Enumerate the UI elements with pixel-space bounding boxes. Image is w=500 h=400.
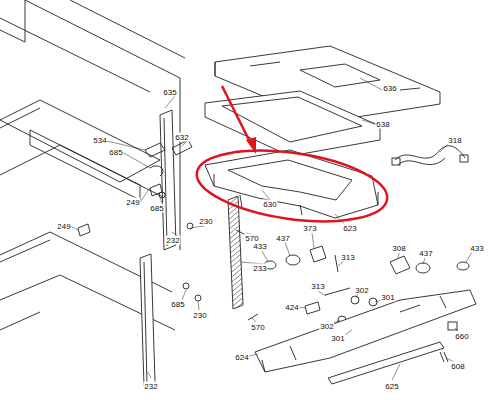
- callout-number: 632: [174, 133, 189, 142]
- callout-number: 424: [284, 303, 299, 312]
- callout-number: 373: [302, 224, 317, 233]
- callout-number: 624: [234, 353, 249, 362]
- callout-number: 636: [382, 84, 397, 93]
- callout-number: 630: [262, 200, 277, 209]
- callout-number: 308: [391, 244, 406, 253]
- callout-number: 570: [250, 323, 265, 332]
- callout-number: 302: [354, 286, 369, 295]
- callout-number: 230: [198, 217, 213, 226]
- callout-number: 232: [165, 236, 180, 245]
- callout-number: 318: [447, 136, 462, 145]
- callout-number: 301: [330, 334, 345, 343]
- callout-number: 638: [375, 120, 390, 129]
- callout-number: 433: [252, 242, 267, 251]
- callout-number: 685: [170, 300, 185, 309]
- callout-number: 230: [192, 311, 207, 320]
- callout-number: 685: [108, 148, 123, 157]
- callout-number: 302: [319, 322, 334, 331]
- callout-number: 660: [454, 332, 469, 341]
- callout-number: 232: [143, 382, 158, 391]
- callout-number: 233: [252, 264, 267, 273]
- callout-number: 249: [125, 198, 140, 207]
- callout-number: 534: [92, 136, 107, 145]
- callout-number: 608: [450, 362, 465, 371]
- callout-number: 635: [162, 88, 177, 97]
- callout-number: 249: [56, 222, 71, 231]
- callout-number: 437: [418, 249, 433, 258]
- callout-number: 313: [340, 253, 355, 262]
- callout-number: 433: [469, 244, 484, 253]
- callout-number: 313: [310, 282, 325, 291]
- callout-number: 623: [342, 224, 357, 233]
- callout-number: 685: [149, 204, 164, 213]
- callout-number: 437: [275, 234, 290, 243]
- callout-number: 625: [384, 382, 399, 391]
- callout-number: 301: [380, 293, 395, 302]
